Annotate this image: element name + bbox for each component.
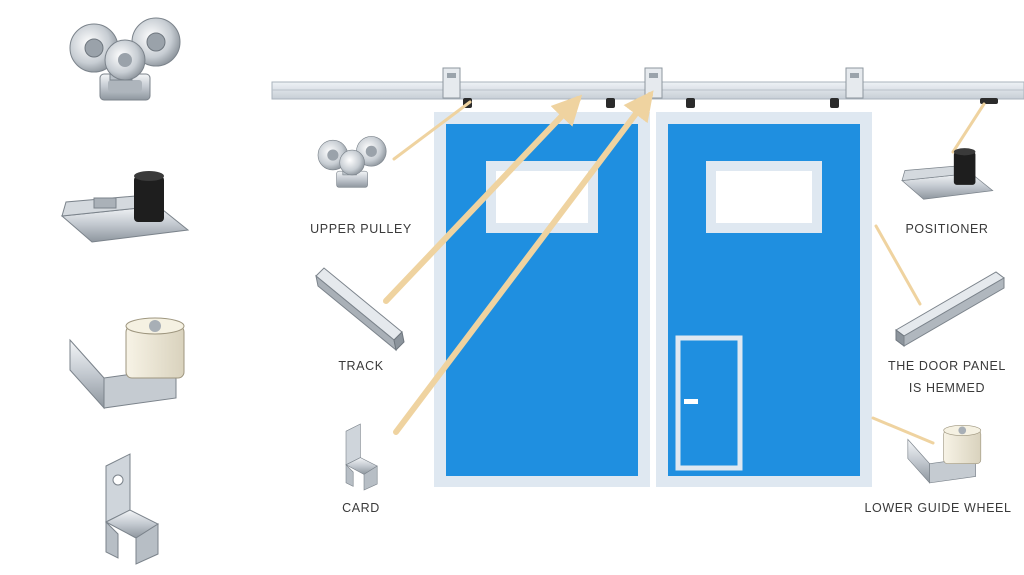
right-door-panel (656, 112, 872, 487)
upper-pulley-icon (69, 17, 181, 101)
upper-pulley-icon (317, 136, 387, 188)
label-positioner: POSITIONER (905, 222, 989, 236)
left-door-panel (434, 112, 650, 487)
leader-lines (383, 90, 986, 445)
label-upper-pulley: UPPER PULLEY (310, 222, 412, 236)
lower-guide-wheel-icon (907, 424, 982, 484)
card-icon (104, 453, 160, 565)
label-door-panel-line1: THE DOOR PANEL (888, 359, 1006, 373)
card-icon (345, 423, 378, 491)
label-track: TRACK (338, 359, 384, 373)
track-icon (895, 271, 1005, 347)
positioner-icon (901, 148, 994, 200)
positioner-icon (60, 171, 190, 243)
label-lower-guide-wheel: LOWER GUIDE WHEEL (864, 501, 1012, 515)
track-icon (315, 267, 405, 352)
rail-bracket (442, 67, 461, 99)
lower-guide-wheel-icon (69, 317, 185, 410)
rail-bracket (845, 67, 864, 99)
label-card: CARD (342, 501, 380, 515)
rail-hanger (463, 98, 998, 108)
label-door-panel-line2: IS HEMMED (908, 381, 986, 395)
